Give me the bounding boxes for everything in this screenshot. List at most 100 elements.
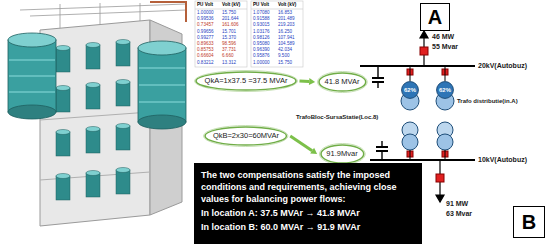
table-cell: 1.03176	[253, 30, 270, 35]
insulator-grid	[56, 174, 70, 179]
insulator-grid	[116, 40, 130, 45]
transformer-symbol	[410, 66, 411, 81]
flow-arrow-shaft	[290, 136, 312, 151]
overhead-lines	[60, 4, 61, 30]
table-cell: 0.96390	[253, 48, 270, 53]
insulator-grid	[86, 43, 100, 48]
table-cell: 161.606	[222, 23, 239, 28]
capacitor-tank	[138, 115, 186, 129]
conclusion-text: In location B: 60.0 MVAr → 91.9 MVAr	[201, 221, 416, 233]
location-box: B	[513, 206, 545, 238]
voltage-table	[195, 1, 247, 67]
insulator-grid	[86, 85, 100, 109]
busbar	[370, 159, 475, 161]
table-cell: 0.99656	[197, 30, 214, 35]
table-cell: 0.95080	[253, 42, 270, 47]
table-cell: 0.93015	[253, 23, 270, 28]
voltage-table	[251, 9, 303, 10]
insulator-grid	[86, 83, 100, 88]
insulator-grid	[86, 127, 100, 132]
capacitor-symbol	[376, 150, 388, 152]
flow-arrow-shaft	[300, 80, 310, 84]
compensation-ellipse: QkB=2x30=60MVAr	[203, 125, 289, 147]
ellipse-outline	[321, 145, 364, 163]
table-cell: 15.370	[222, 36, 236, 41]
capacitor-symbol	[377, 66, 378, 78]
power-flow-label: 63 Mvar	[446, 210, 472, 217]
table-cell: 9.500	[278, 54, 290, 59]
transformer-symbol	[445, 66, 446, 81]
flow-arrow-head	[310, 148, 317, 154]
location-box: A	[420, 3, 450, 31]
transformer-label: Trafo distributie(in.A)	[457, 98, 518, 104]
table-cell: 201.489	[278, 17, 295, 22]
building	[40, 112, 150, 120]
capacitor-tank	[139, 68, 185, 69]
busbar	[360, 65, 475, 67]
breaker	[407, 47, 448, 182]
capacitor-symbol	[372, 66, 388, 160]
circle-outline	[437, 82, 454, 99]
table-cell: 0.99277	[197, 36, 214, 41]
overhead-lines	[20, 4, 186, 10]
insulator-grid	[56, 130, 70, 135]
insulator-grid	[116, 42, 130, 66]
capacitor-tank	[139, 68, 185, 102]
table-cell: 0.89633	[197, 42, 214, 47]
compensation-ellipse: QkA=1x37.5 =37.5 MVAr	[194, 70, 298, 92]
insulator-grid	[56, 48, 70, 72]
location-letter: A	[428, 6, 442, 28]
table-cell: 0.99536	[197, 17, 214, 22]
insulator-grid	[86, 45, 100, 69]
table-cell: 0.83212	[197, 61, 214, 66]
insulator-grid	[56, 40, 130, 179]
capacitor-tank	[8, 105, 56, 119]
table-cell: 1.00000	[197, 11, 214, 16]
compensation-text: QkA=1x37.5 =37.5 MVAr	[205, 77, 288, 85]
result-ellipse: 91.9Mvar	[319, 143, 366, 165]
insulator-grid	[116, 80, 130, 85]
capacitor-tank	[9, 60, 55, 92]
conclusion-panel: The two compensations satisfy the impose…	[194, 163, 422, 244]
feeder-line	[436, 195, 444, 202]
insulator-grid	[56, 88, 70, 112]
capacitor-tank	[139, 102, 185, 103]
bus-label: 20kV(Autobuz)	[478, 62, 527, 69]
table-cell: 0.91588	[253, 17, 270, 22]
insulator-grid	[116, 126, 130, 150]
conclusion-text: In location A: 37.5 MVAr → 41.8 MVAr	[201, 207, 416, 219]
table-cell: 6.660	[222, 54, 234, 59]
capacitor-symbol	[381, 151, 382, 160]
transformer-load-circle: 62%	[436, 81, 454, 99]
table-cell: 107.941	[278, 36, 295, 41]
table-cell: 219.203	[278, 23, 295, 28]
busbar	[360, 66, 475, 160]
table-cell: 104.589	[278, 42, 295, 47]
location-letter: B	[522, 211, 536, 233]
ellipse-glow	[204, 126, 289, 147]
table-cell: 0.85753	[197, 48, 214, 53]
compensation-text: QkB=2x30=60MVAr	[213, 132, 279, 140]
table-cell: 15.750	[278, 61, 292, 66]
insulator-grid	[86, 173, 100, 197]
insulator-grid	[56, 40, 130, 201]
transformer-symbol	[445, 150, 446, 160]
insulator-grid	[116, 124, 130, 129]
conclusion-text: The two compensations satisfy the impose…	[201, 169, 416, 205]
overhead-lines	[140, 3, 141, 22]
bus-label: 10kV(Autobuz)	[478, 156, 527, 163]
feeder-line	[420, 31, 428, 38]
building	[40, 20, 150, 226]
load-percent: 62%	[439, 87, 451, 94]
voltage-table	[251, 1, 303, 67]
ellipse-glow	[194, 71, 297, 92]
voltage-table	[195, 1, 303, 67]
transformer-label: TrafoBloc-SursaStatie(Loc.8)	[296, 114, 378, 120]
table-cell: 201.644	[222, 17, 239, 22]
flow-arrow-head	[309, 78, 315, 85]
capacitor-tank	[9, 60, 55, 61]
insulator-grid	[56, 86, 70, 91]
power-flow-label: 91 MW	[446, 200, 468, 207]
capacitor-tank	[8, 40, 56, 112]
